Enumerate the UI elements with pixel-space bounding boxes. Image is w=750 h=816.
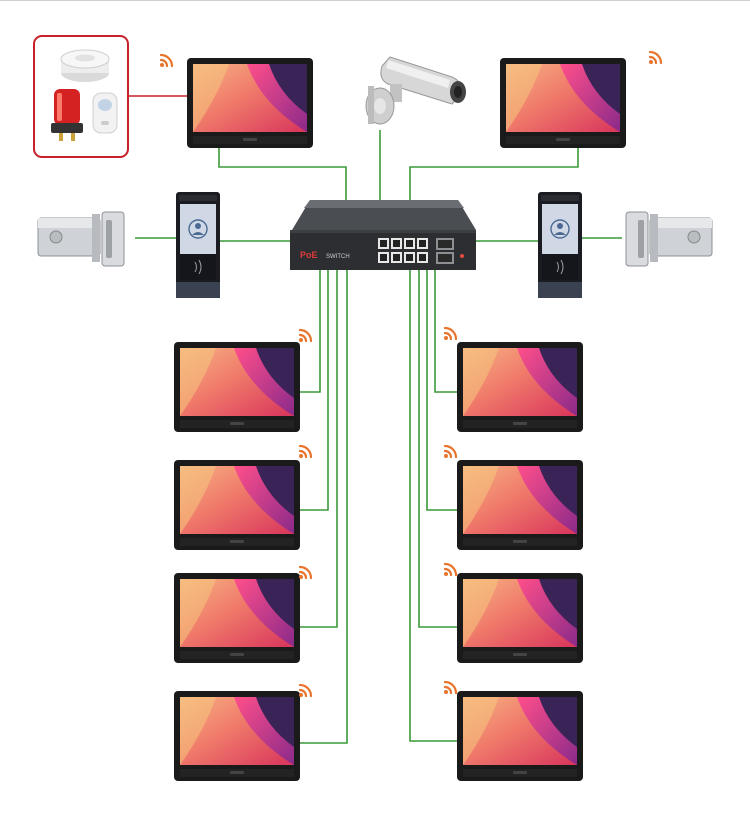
link [434, 270, 457, 393]
wifi-icon [298, 564, 314, 585]
link [409, 270, 457, 742]
link [300, 270, 348, 744]
indoor-monitor [457, 573, 583, 668]
wifi-icon [443, 325, 459, 346]
user-icon [188, 219, 208, 239]
smoke-detector-icon [60, 49, 110, 82]
switch-brand-label: PoE [300, 250, 318, 260]
wifi-icon [443, 679, 459, 700]
link [426, 270, 457, 511]
wifi-icon [159, 52, 175, 73]
link [218, 148, 347, 200]
wifi-icon [443, 443, 459, 464]
indoor-monitor [457, 691, 583, 786]
user-icon [550, 219, 570, 239]
electric-lock [36, 210, 128, 273]
indoor-monitor [174, 573, 300, 668]
wifi-icon [648, 49, 664, 70]
door-station [538, 192, 582, 303]
wifi-icon [443, 561, 459, 582]
switch-model-label: SWITCH [326, 254, 350, 260]
link [300, 270, 338, 628]
indoor-monitor [187, 58, 313, 153]
indoor-monitor [174, 342, 300, 437]
indoor-monitor [457, 460, 583, 555]
camera-icon [365, 56, 466, 125]
cctv-camera [360, 44, 470, 134]
top-divider [0, 0, 750, 1]
link [409, 148, 579, 200]
motion-sensor-icon [92, 92, 118, 134]
wifi-icon [298, 443, 314, 464]
switch-port [417, 252, 428, 263]
link [300, 270, 329, 511]
wifi-icon [298, 327, 314, 348]
indoor-monitor [457, 342, 583, 437]
electric-lock [622, 210, 714, 273]
poe-switch: PoE SWITCH [288, 198, 478, 278]
switch-port [404, 238, 415, 249]
link [300, 270, 321, 393]
switch-port [378, 238, 389, 249]
switch-port [378, 252, 389, 263]
door-station [176, 192, 220, 303]
switch-port [404, 252, 415, 263]
switch-port [391, 238, 402, 249]
wifi-icon [298, 682, 314, 703]
indoor-monitor [500, 58, 626, 153]
strobe-light-icon [51, 89, 83, 141]
switch-port [391, 252, 402, 263]
indoor-monitor [174, 460, 300, 555]
switch-ports [378, 238, 428, 263]
alarm-devices-box [33, 35, 129, 158]
link [418, 270, 457, 628]
switch-port [417, 238, 428, 249]
indoor-monitor [174, 691, 300, 786]
